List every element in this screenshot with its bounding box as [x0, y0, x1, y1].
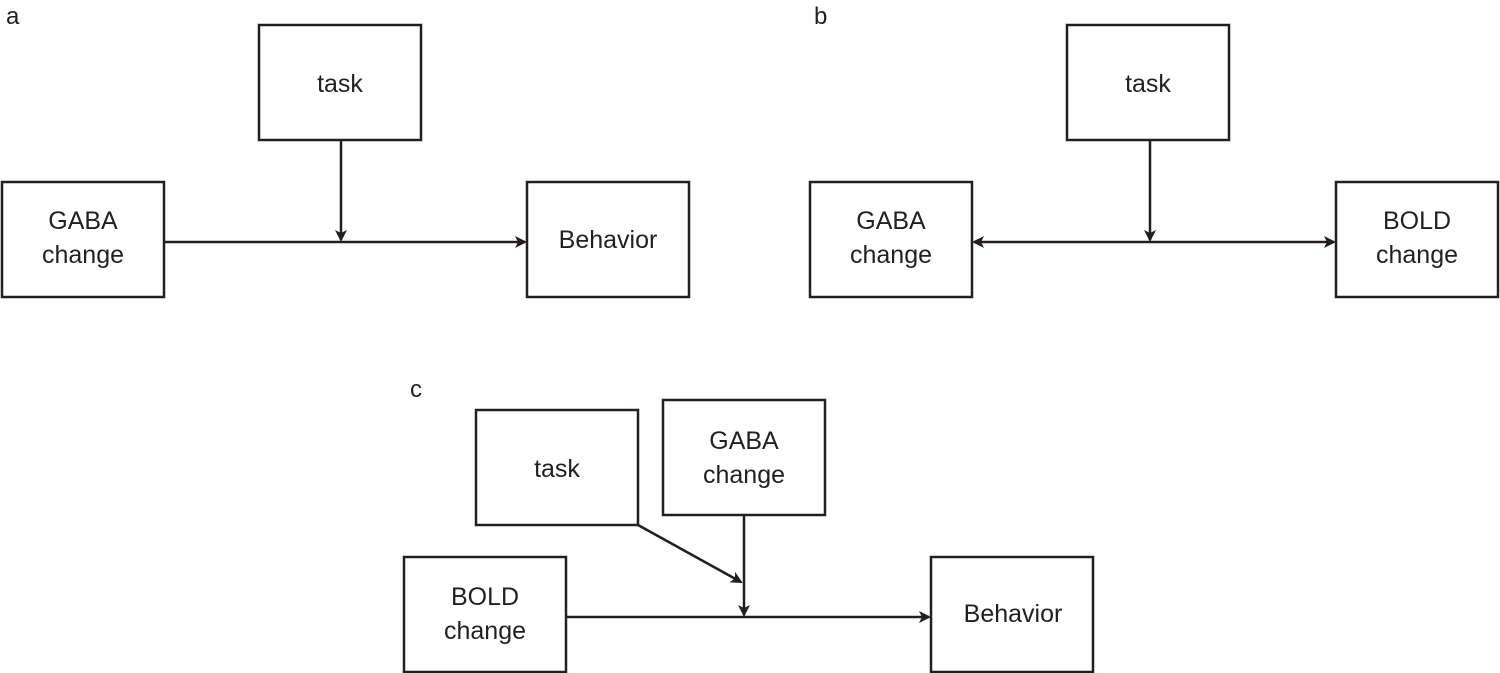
panel-b-node-task-line-1: task [1125, 70, 1171, 98]
panel-b-node-gaba: GABA change [808, 180, 974, 299]
panel-b-node-task: task [1065, 23, 1231, 142]
panel-c-node-bold-line-2: change [444, 617, 526, 645]
panel-c-label: c [410, 376, 422, 403]
panel-a-node-behavior-line-1: Behavior [559, 226, 658, 254]
panel-b-label: b [814, 3, 827, 30]
panel-b-node-bold-line-1: BOLD [1383, 207, 1451, 235]
panel-c-node-behavior-line-1: Behavior [964, 600, 1063, 628]
panel-c-node-behavior: Behavior [929, 555, 1095, 673]
panel-a-node-gaba: GABA change [0, 180, 166, 299]
panel-b-node-gaba-line-2: change [850, 241, 932, 269]
panel-a-label: a [6, 3, 20, 30]
panel-c-edge-task-moderates [637, 523, 743, 584]
panel-a-node-gaba-line-2: change [42, 241, 124, 269]
panel-a-node-gaba-line-1: GABA [48, 207, 118, 235]
panel-c-node-gaba: GABA change [661, 398, 827, 517]
panel-b: b task GABA change BOLD change [808, 3, 1500, 299]
panel-a-node-task: task [257, 23, 423, 142]
panel-c-node-task: task [474, 408, 640, 527]
panel-c-node-task-line-1: task [534, 455, 580, 483]
panel-a-node-behavior: Behavior [525, 180, 691, 299]
panel-b-node-bold-line-2: change [1376, 241, 1458, 269]
panel-a-node-task-line-1: task [317, 70, 363, 98]
panel-c-node-bold-line-1: BOLD [451, 583, 519, 611]
panel-c-node-bold: BOLD change [402, 555, 568, 673]
panel-c-node-gaba-line-1: GABA [709, 427, 779, 455]
panel-c-node-gaba-line-2: change [703, 461, 785, 489]
panel-c: c task GABA change BOLD change Behavior [402, 376, 1095, 673]
panel-b-node-bold: BOLD change [1334, 180, 1500, 299]
panel-a: a task GABA change Behavior [0, 3, 691, 299]
panel-b-node-gaba-line-1: GABA [856, 207, 926, 235]
